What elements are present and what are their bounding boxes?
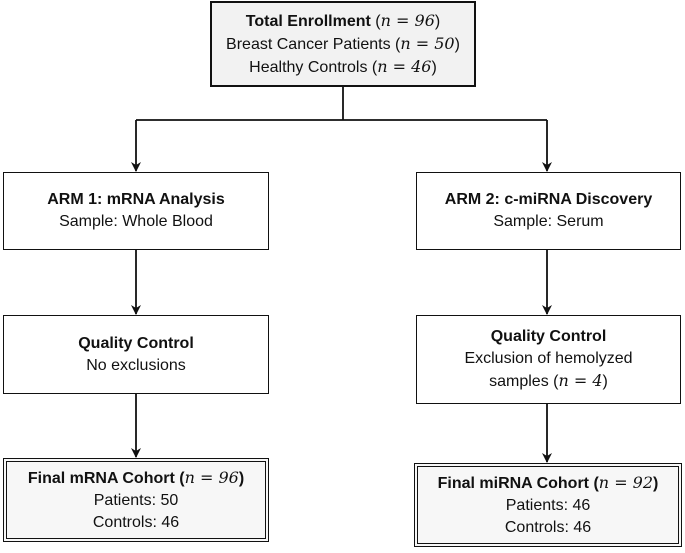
healthy-controls-label: Healthy Controls: [249, 58, 368, 76]
breast-cancer-label: Breast Cancer Patients: [226, 35, 391, 53]
healthy-controls-line: Healthy Controls (n = 46): [249, 56, 437, 76]
arm2-qc-n: n = 4: [558, 371, 603, 390]
arm2-final-patients: Patients: 46: [505, 496, 591, 514]
total-enrollment-n: n = 96: [380, 10, 435, 30]
arm1-qc-text: No exclusions: [86, 356, 186, 374]
arm2-qc-text1: Exclusion of hemolyzed: [464, 350, 633, 367]
arm1-box: ARM 1: mRNA Analysis Sample: Whole Blood: [3, 172, 269, 250]
arm2-title: ARM 2: c-miRNA Discovery: [444, 191, 653, 208]
arm1-final-title: Final mRNA Cohort: [27, 469, 175, 487]
healthy-controls-n: n = 46: [377, 56, 432, 76]
arm1-final-title-line: Final mRNA Cohort (n = 96): [27, 467, 245, 487]
breast-cancer-n: n = 50: [400, 33, 455, 53]
arm2-final-n: n = 92: [598, 472, 654, 492]
arm2-box: ARM 2: c-miRNA Discovery Sample: Serum: [416, 172, 681, 250]
arm1-final-patients: Patients: 50: [93, 491, 179, 509]
arm2-qc-text2: samples: [489, 373, 549, 390]
arm1-title: ARM 1: mRNA Analysis: [47, 191, 225, 208]
arm1-qc-title: Quality Control: [78, 334, 194, 352]
arm2-final-title-line: Final miRNA Cohort (n = 92): [437, 472, 659, 492]
arm2-qc-title: Quality Control: [490, 328, 607, 345]
arm2-final-controls: Controls: 46: [504, 518, 592, 536]
arm1-qc-box: Quality Control No exclusions: [3, 315, 269, 394]
arm2-final-title: Final miRNA Cohort: [437, 474, 590, 492]
total-enrollment-title-line: Total Enrollment (n = 96): [245, 10, 441, 30]
arm2-final-box: Final miRNA Cohort (n = 92) Patients: 46…: [414, 463, 682, 547]
arm1-final-controls: Controls: 46: [92, 513, 180, 531]
breast-cancer-line: Breast Cancer Patients (n = 50): [226, 33, 460, 53]
arm1-final-box: Final mRNA Cohort (n = 96) Patients: 50 …: [3, 458, 269, 542]
total-enrollment-box: Total Enrollment (n = 96) Breast Cancer …: [210, 1, 476, 87]
arm2-qc-text2-line: samples (n = 4): [489, 371, 608, 390]
arm2-qc-box: Quality Control Exclusion of hemolyzed s…: [416, 315, 681, 404]
arm1-sample: Sample: Whole Blood: [59, 213, 213, 230]
total-enrollment-title: Total Enrollment: [245, 12, 371, 30]
arm2-sample: Sample: Serum: [493, 213, 604, 230]
arm1-final-n: n = 96: [184, 467, 239, 487]
